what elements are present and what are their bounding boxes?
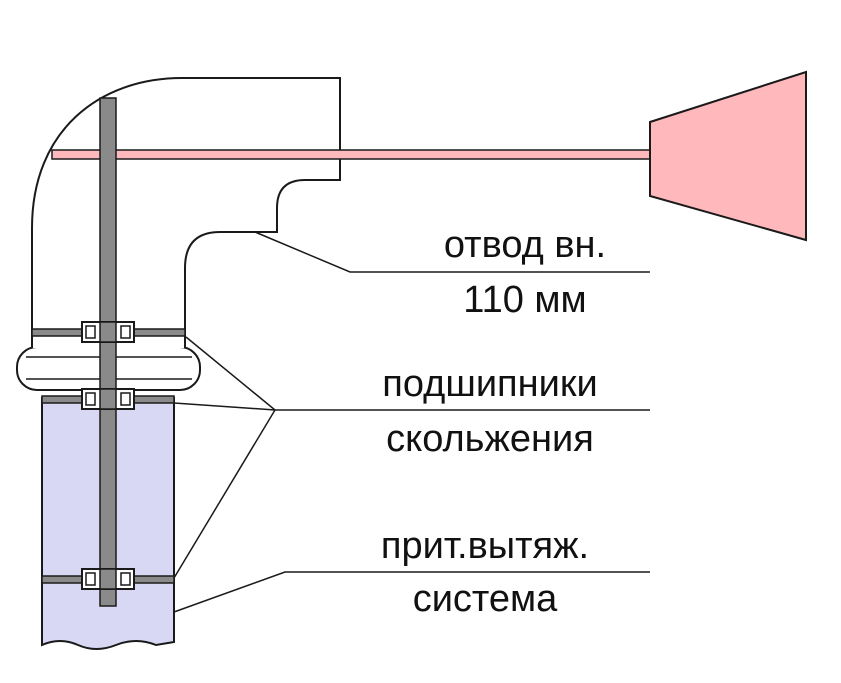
label-bearings-line1: подшипники [382, 363, 598, 405]
leader-elbow [254, 231, 650, 273]
label-elbow-line2: 110 мм [463, 279, 587, 321]
leader-bearing-lower [173, 409, 276, 579]
vertical-shaft [99, 97, 117, 607]
bearing-lower [81, 568, 135, 590]
label-system-line1: прит.вытяж. [380, 525, 590, 567]
bearing-upper [81, 321, 135, 343]
bearing-middle [81, 388, 135, 410]
vane-rod [51, 149, 655, 160]
wind-vane [649, 70, 807, 242]
leader-bearing-middle [173, 402, 276, 411]
leader-system [173, 571, 650, 613]
label-system-line2: система [412, 578, 558, 620]
leader-bearing-upper [185, 336, 276, 411]
label-elbow-line1: отвод вн. [443, 224, 607, 266]
label-bearings-line2: скольжения [386, 418, 594, 460]
elbow-outlet [31, 77, 341, 348]
